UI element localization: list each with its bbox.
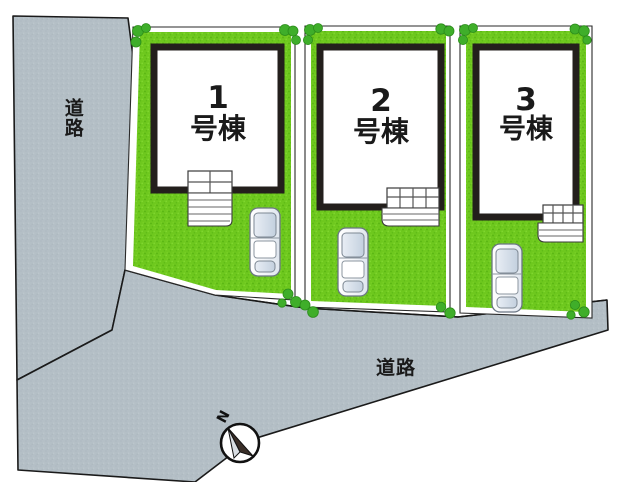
- lot-1-car: [249, 207, 281, 277]
- lot-1-number: 1: [207, 80, 229, 116]
- lot-2-car: [337, 227, 369, 297]
- lot-2-suffix: 号棟: [352, 115, 409, 149]
- road-west-label: 道路: [61, 98, 84, 138]
- lot-3-house: [472, 43, 580, 221]
- lot-3-suffix: 号棟: [499, 114, 553, 145]
- compass-rose: [219, 422, 261, 464]
- lot-3-entrance: [537, 204, 584, 243]
- lot-2-number: 2: [370, 83, 392, 119]
- lot-2[interactable]: [299, 23, 456, 319]
- lot-1-label: 1 号棟: [175, 80, 261, 146]
- lot-3-car: [491, 243, 523, 313]
- lot-1-entrance: [187, 170, 233, 227]
- lot-2-label: 2 号棟: [338, 83, 424, 149]
- lot-3-shrubs: [457, 23, 592, 320]
- lot-1-shrubs: [130, 23, 302, 308]
- lot-2-entrance: [381, 187, 440, 227]
- lot-3[interactable]: [457, 23, 593, 320]
- lot-3-number: 3: [515, 82, 537, 118]
- lot-1-suffix: 号棟: [189, 112, 246, 146]
- lot-2-house: [316, 43, 445, 211]
- road-south-label: 道路: [376, 357, 417, 379]
- lot-3-label: 3 号棟: [489, 82, 563, 145]
- lot-1[interactable]: [124, 23, 302, 308]
- lot-2-shrubs: [299, 23, 456, 319]
